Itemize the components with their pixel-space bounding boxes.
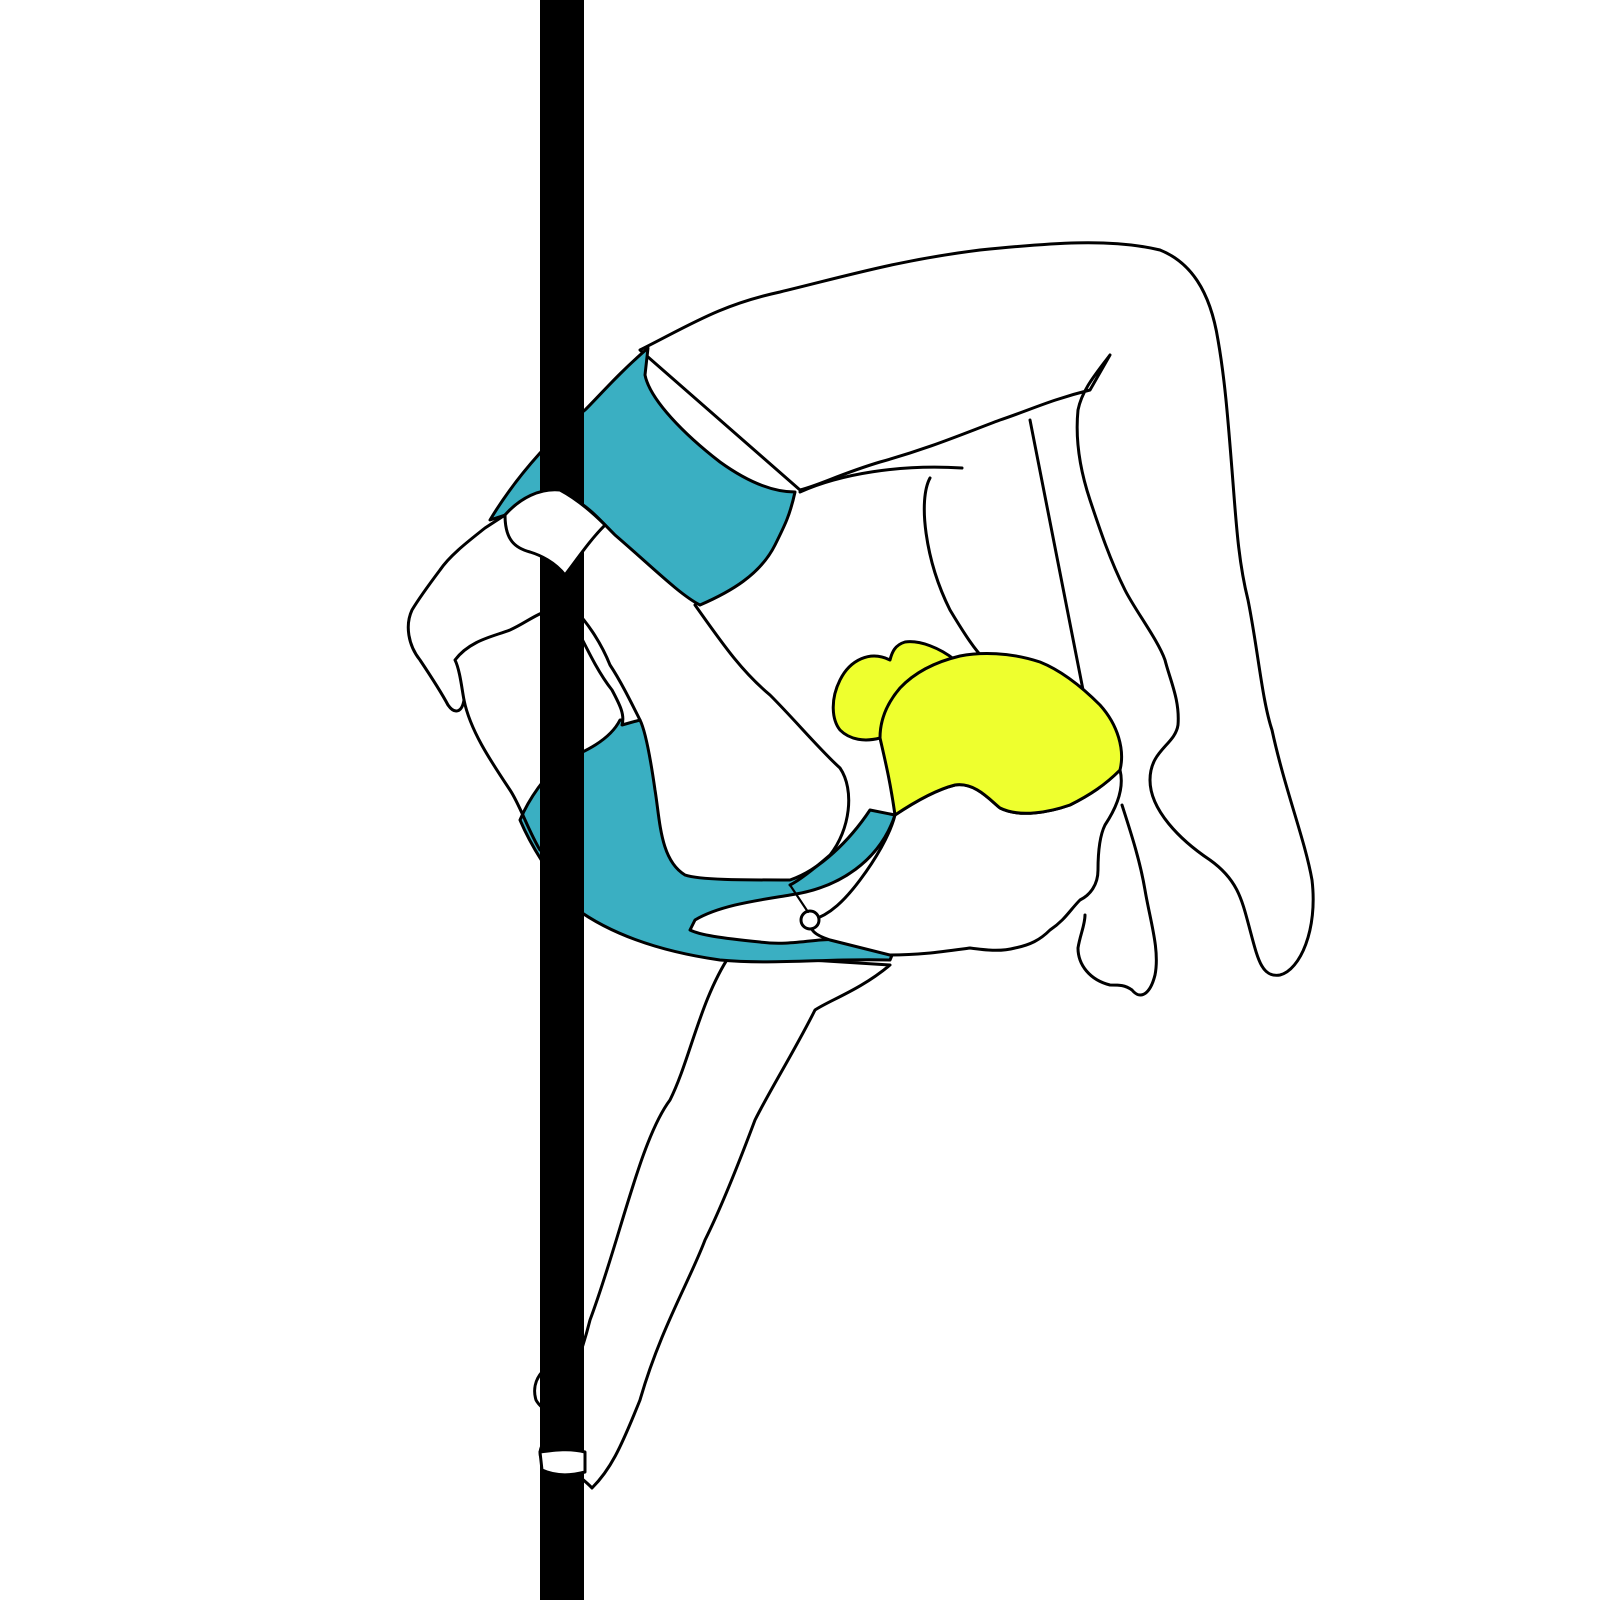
- torso: [693, 418, 1087, 887]
- pole: [540, 0, 584, 1600]
- back-line: [1028, 418, 1087, 702]
- torso-outline: [798, 465, 964, 494]
- head: [788, 640, 1158, 997]
- lower-leg: [533, 953, 892, 1490]
- earring-icon: [799, 909, 821, 931]
- forearm-line: [462, 698, 542, 852]
- ribcage-line: [922, 476, 987, 662]
- hand-over-pole: [503, 488, 607, 577]
- toe-shape: [538, 1448, 587, 1477]
- waist-curve: [693, 603, 851, 887]
- lower-leg-shape: [558, 953, 892, 1490]
- hand-shape: [503, 488, 607, 577]
- vertical-pole-icon: [540, 0, 584, 1600]
- upper-leg-shape: [638, 241, 1315, 977]
- chin-line: [788, 883, 810, 914]
- foot-over-pole: [538, 1448, 587, 1477]
- neck-line: [1076, 803, 1158, 997]
- upper-leg: [638, 241, 1315, 977]
- hair: [878, 652, 1124, 817]
